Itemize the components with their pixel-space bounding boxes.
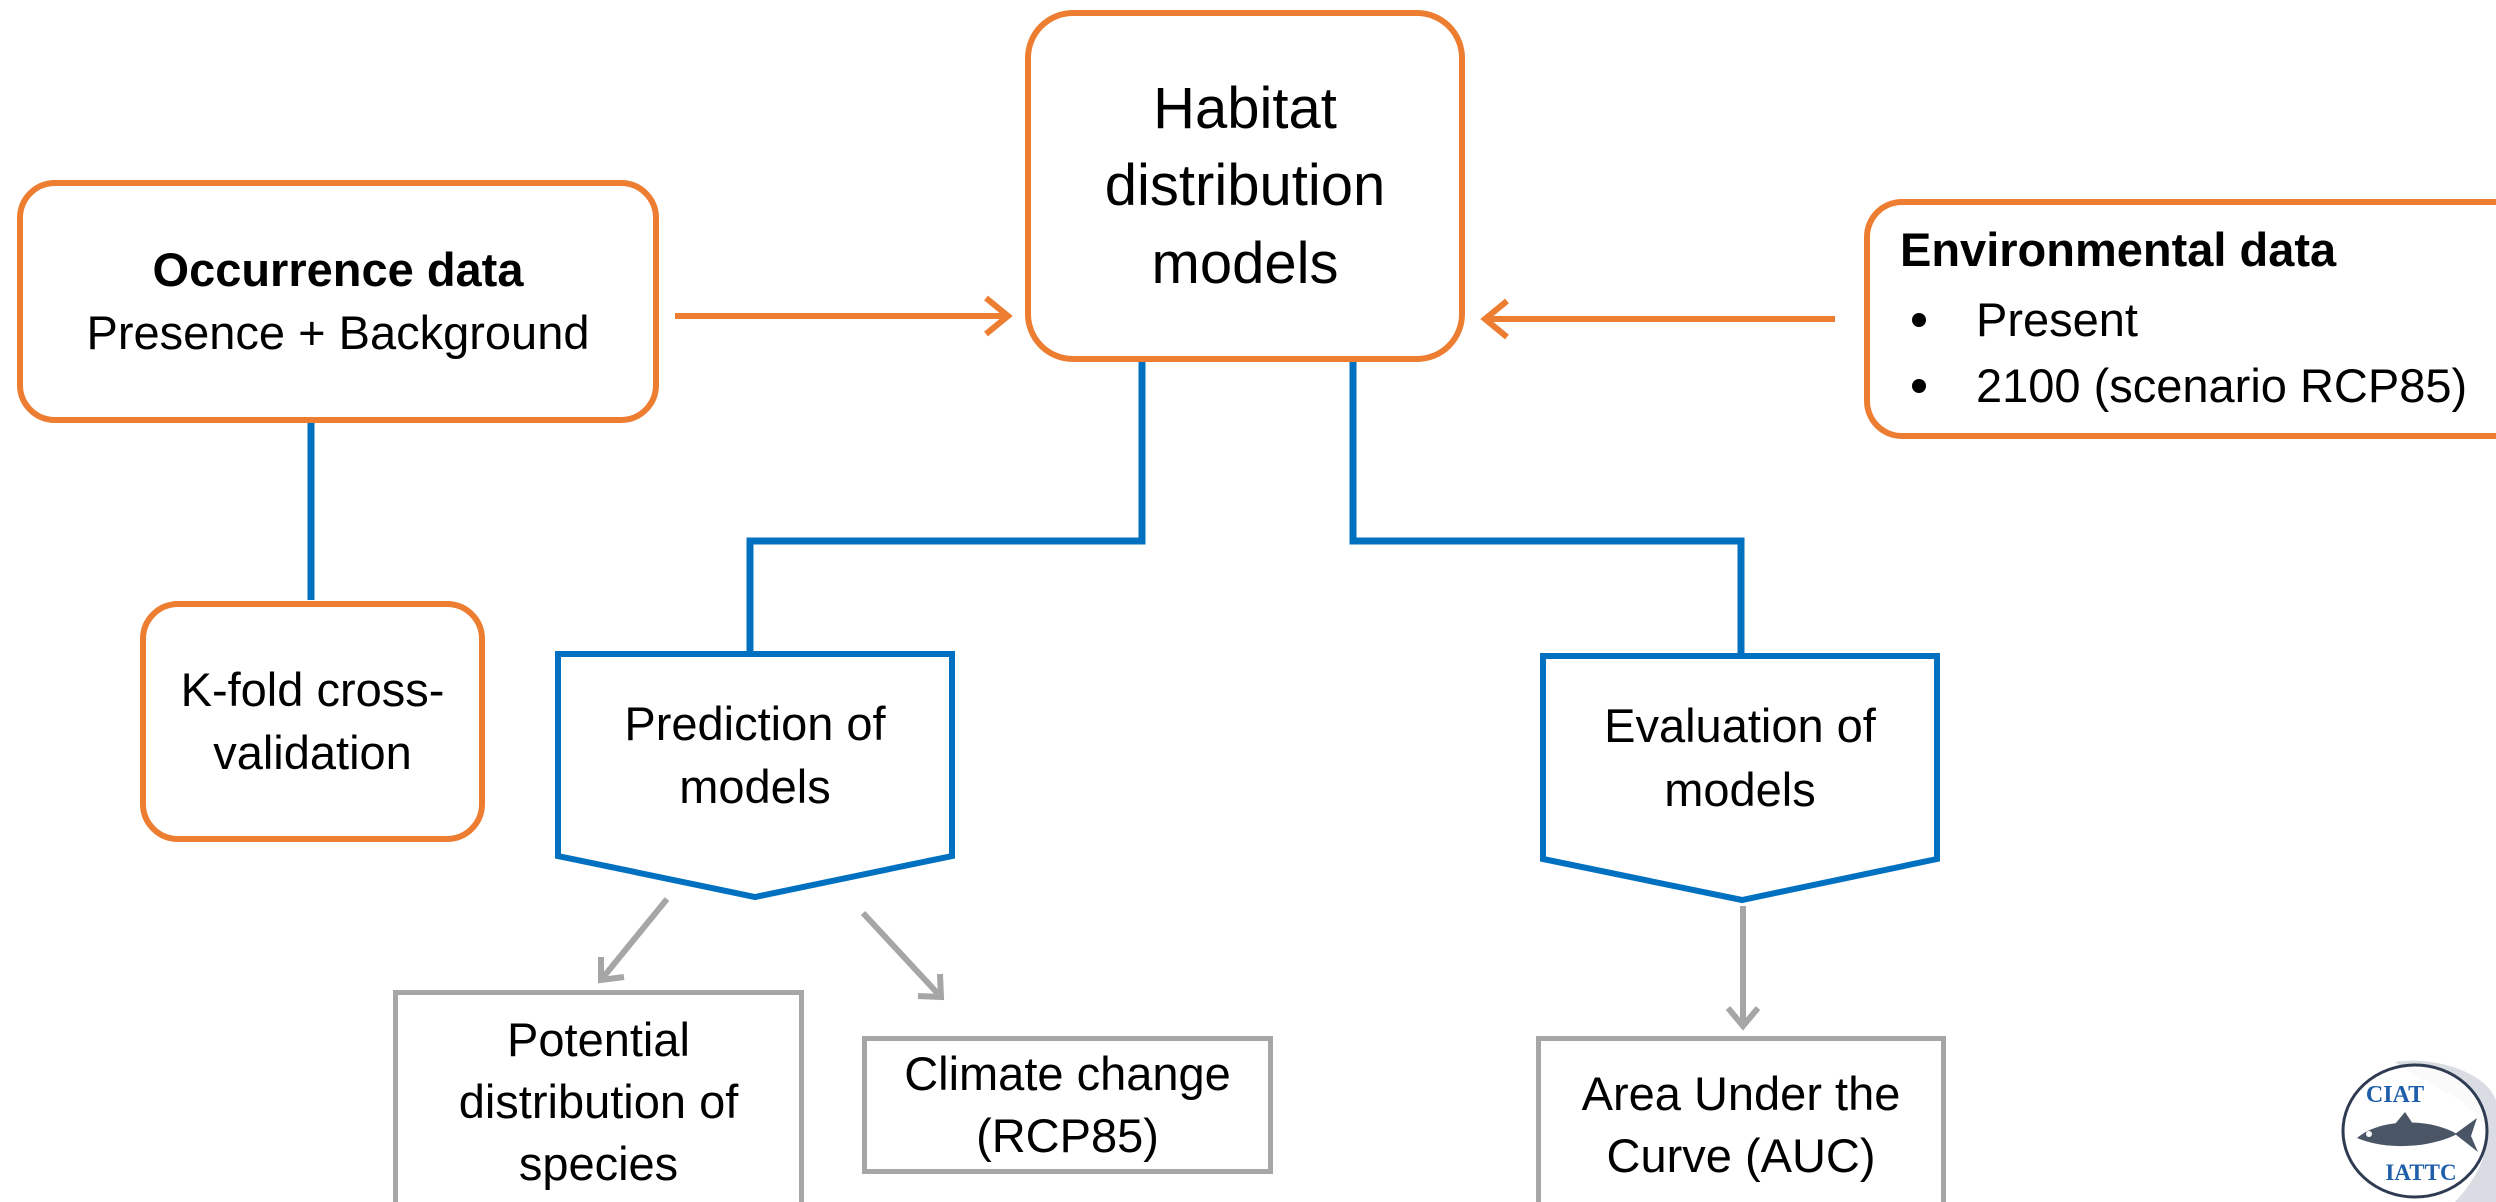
potential-line-3: species [518, 1137, 679, 1191]
connector-models-evaluation [1349, 362, 1745, 655]
evaluation-line-2: models [1664, 762, 1816, 816]
kfold-line-1: K-fold cross- [180, 663, 445, 717]
prediction-of-models-label: Prediction of models [558, 654, 952, 856]
connector-models-prediction [746, 362, 1146, 652]
arrow-evaluation-to-auc [1725, 906, 1761, 1031]
kfold-line-2: validation [213, 725, 412, 779]
climate-line-2: (RCP85) [976, 1109, 1159, 1162]
tuna-fish-icon [2357, 1112, 2478, 1152]
potential-line-1: Potential [507, 1013, 690, 1066]
prediction-shape [555, 651, 955, 901]
auc-box: Area Under the Curve (AUC) [1536, 1036, 1946, 1202]
occurrence-data-subtitle: Presence + Background [86, 305, 590, 359]
habitat-models-line-2: distribution [1104, 153, 1386, 219]
environmental-bullet-2100: 2100 (scenario RCP85) [1900, 353, 2467, 419]
arrow-environmental-to-models [1480, 298, 1835, 340]
habitat-models-box: Habitat distribution models [1025, 10, 1465, 362]
climate-line-1: Climate change [904, 1046, 1231, 1100]
environmental-bullet-present: Present [1900, 287, 2467, 353]
prediction-line-1: Prediction of [624, 696, 886, 750]
logo-top-text: CIAT [2366, 1082, 2424, 1108]
potential-line-2: distribution of [458, 1075, 739, 1129]
evaluation-line-1: Evaluation of [1604, 699, 1876, 753]
kfold-validation-box: K-fold cross- validation [140, 601, 485, 842]
occurrence-data-title: Occurrence data [152, 243, 524, 297]
occurrence-data-box: Occurrence data Presence + Background [17, 180, 659, 423]
potential-distribution-box: Potential distribution of species [393, 990, 804, 1202]
logo-bottom-text: IATTC [2385, 1160, 2456, 1185]
bullet-icon [1912, 313, 1926, 328]
arrow-occurrence-to-models [675, 295, 1013, 337]
arrow-prediction-to-potential [598, 897, 670, 984]
habitat-models-line-3: models [1151, 230, 1339, 296]
environmental-data-box: Environmental data Present 2100 (scenari… [1864, 199, 2496, 439]
arrow-prediction-to-climate [860, 910, 945, 1001]
climate-change-box: Climate change (RCP85) [862, 1036, 1273, 1174]
auc-line-2: Curve (AUC) [1606, 1129, 1876, 1183]
iattc-logo: CIAT IATTC [2341, 1060, 2496, 1202]
habitat-models-line-1: Habitat [1153, 76, 1337, 142]
environmental-data-title: Environmental data [1900, 223, 2337, 277]
bullet-icon [1912, 378, 1926, 393]
evaluation-of-models-label: Evaluation of models [1543, 656, 1937, 859]
evaluation-shape [1540, 653, 1940, 904]
environmental-data-list: Present 2100 (scenario RCP85) [1900, 287, 2467, 419]
prediction-line-2: models [679, 760, 831, 813]
auc-line-1: Area Under the [1581, 1067, 1901, 1120]
